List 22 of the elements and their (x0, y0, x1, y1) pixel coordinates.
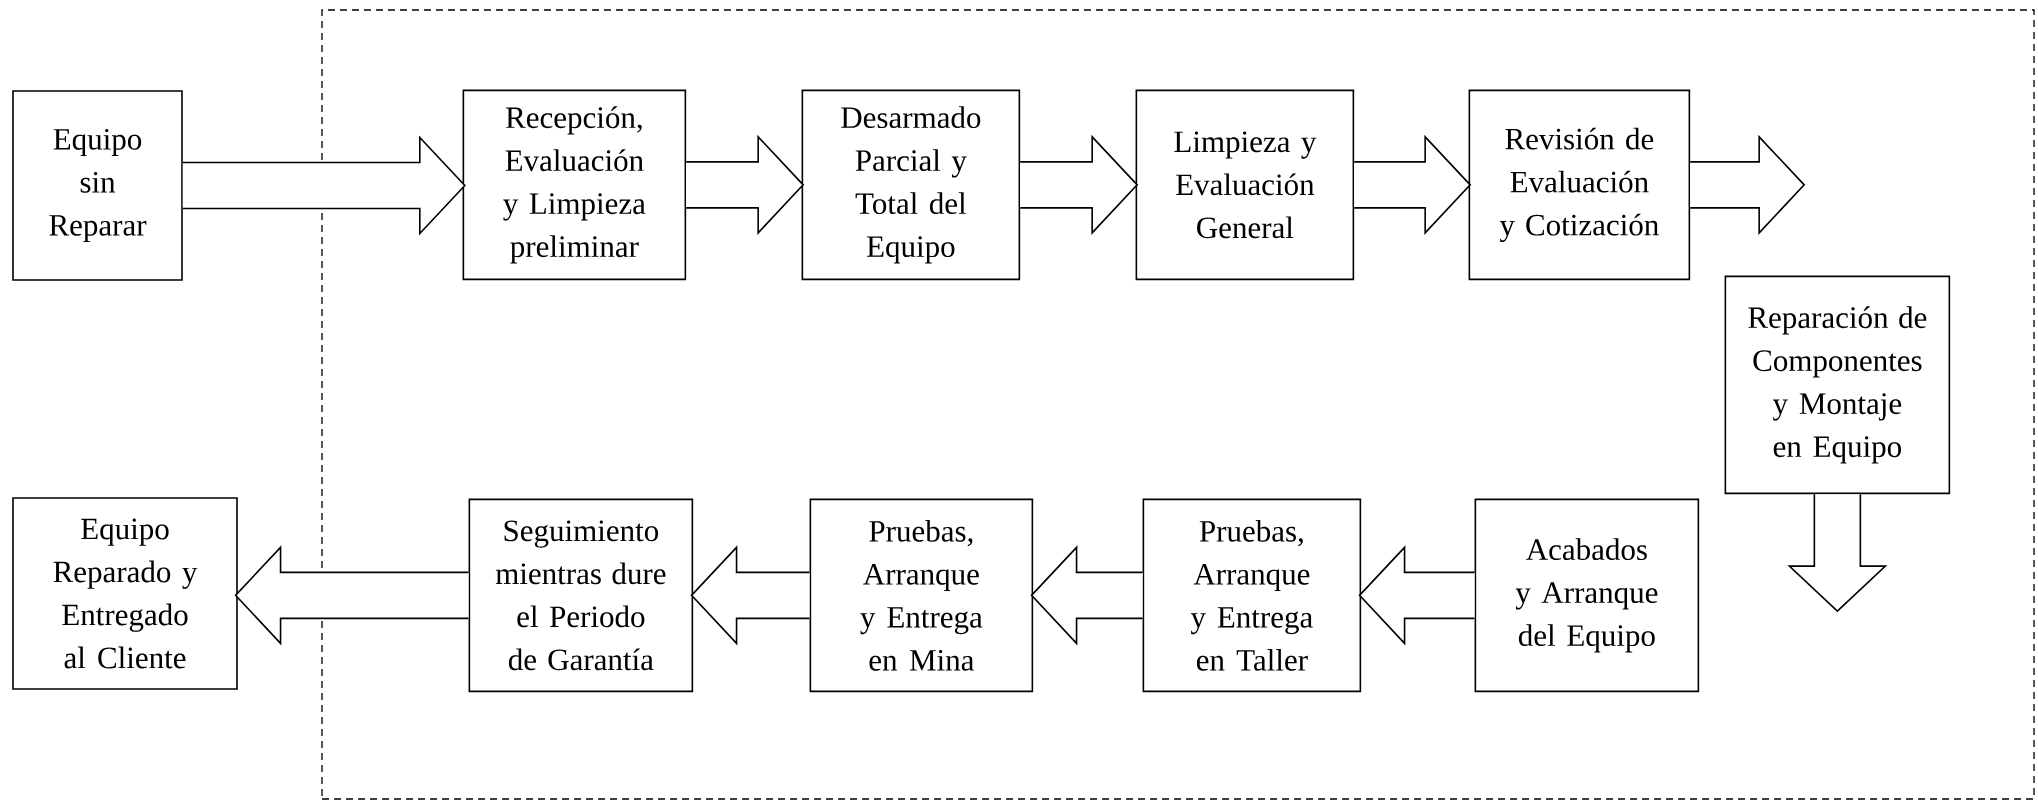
process-box: Acabados y Arranque del Equipo (1474, 498, 1700, 693)
dashed-frame (321, 9, 2035, 800)
block-arrow (690, 545, 811, 646)
block-arrow (685, 134, 805, 235)
block-arrow (1787, 493, 1888, 613)
process-box: Pruebas, Arranque y Entrega en Mina (809, 498, 1034, 693)
process-box: Recepción, Evaluación y Limpieza preliminar (462, 89, 687, 281)
process-box: Equipo Reparado y Entregado al Cliente (12, 497, 238, 690)
block-arrow (1689, 134, 1806, 235)
block-arrow (1358, 545, 1476, 646)
process-box: Pruebas, Arranque y Entrega en Taller (1142, 498, 1362, 693)
process-box: Equipo sin Reparar (12, 90, 183, 281)
block-arrow (1030, 545, 1144, 646)
block-arrow (1019, 134, 1139, 235)
block-arrow (234, 545, 470, 646)
process-box: Desarmado Parcial y Total del Equipo (801, 89, 1021, 281)
process-box: Revisión de Evaluación y Cotización (1468, 89, 1691, 281)
block-arrow (182, 135, 466, 236)
block-arrow (1353, 134, 1472, 235)
process-box: Seguimiento mientras dure el Periodo de Garantía (468, 498, 694, 693)
process-box: Reparación de Componentes y Montaje en Equipo (1724, 275, 1951, 495)
process-box: Limpieza y Evaluación General (1135, 89, 1355, 281)
